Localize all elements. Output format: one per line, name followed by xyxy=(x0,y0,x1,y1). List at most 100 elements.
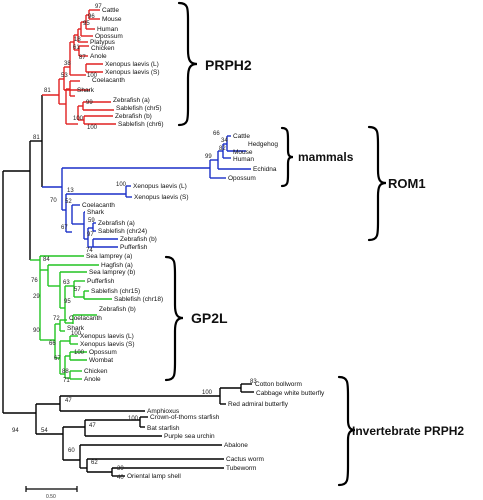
leaf-label: Sea lamprey (b) xyxy=(89,269,135,276)
leaf-label: Mouse xyxy=(233,149,253,156)
brace-prph2 xyxy=(177,1,198,127)
leaf-label: Xenopus laevis (L) xyxy=(133,183,187,190)
leaf-label: Xenopus laevis (L) xyxy=(80,333,134,340)
leaf-label: Cotton bollworm xyxy=(255,381,302,388)
bootstrap-value: 60 xyxy=(68,448,75,454)
bootstrap-value: 53 xyxy=(61,73,68,79)
bootstrap-value: 100 xyxy=(74,350,85,356)
leaf-label: Shark xyxy=(67,325,85,332)
bootstrap-value: 67 xyxy=(61,225,68,231)
invert-clade xyxy=(35,383,254,477)
bootstrap-value: 100 xyxy=(87,73,98,79)
leaf-label: Coelacanth xyxy=(92,77,125,84)
leaf-label: Opossum xyxy=(228,175,256,182)
bootstrap-value: 63 xyxy=(63,280,70,286)
leaf-label: Chicken xyxy=(84,368,108,375)
bootstrap-value: 47 xyxy=(65,398,72,404)
bootstrap-value: 71 xyxy=(63,378,70,384)
leaf-label: Sablefish (chr18) xyxy=(114,296,163,303)
leaf-label: Crown-of-thorns starfish xyxy=(150,414,220,421)
bootstrap-value: 34 xyxy=(221,138,228,144)
bootstrap-value: 54 xyxy=(41,428,48,434)
bootstrap-value: 87 xyxy=(79,55,86,61)
group-label-invert: Invertebrate PRPH2 xyxy=(352,424,464,438)
leaf-label: Red admiral butterfly xyxy=(228,401,289,408)
leaf-label: Zebrafish (b) xyxy=(120,236,157,243)
brace-gp2l xyxy=(164,255,184,382)
bootstrap-value: 66 xyxy=(49,341,56,347)
leaf-label: Echidna xyxy=(253,166,277,173)
bootstrap-value: 61 xyxy=(73,45,80,51)
leaf-label: Cactus worm xyxy=(226,456,264,463)
leaf-label: Oriental lamp shell xyxy=(127,473,181,480)
leaf-label: Hedgehog xyxy=(248,141,278,148)
bootstrap-value: 90 xyxy=(33,328,40,334)
bootstrap-value: 70 xyxy=(50,198,57,204)
leaf-label: Mouse xyxy=(102,16,122,23)
brace-rom1 xyxy=(367,125,387,242)
bootstrap-value: 47 xyxy=(89,423,96,429)
brace-mammals xyxy=(280,126,294,188)
gp2l-labels: Sea lamprey (a) Hagfish (a) Sea lamprey … xyxy=(67,253,163,383)
leaf-label: Purple sea urchin xyxy=(164,433,215,440)
scale-bar: 0.50 xyxy=(25,486,78,500)
leaf-label: Sea lamprey (a) xyxy=(86,253,132,260)
bootstrap-value: 94 xyxy=(12,428,19,434)
leaf-label: Zebrafish (a) xyxy=(98,220,135,227)
group-label-rom1: ROM1 xyxy=(388,176,426,191)
leaf-label: Coelacanth xyxy=(82,202,115,209)
bootstrap-value: 39 xyxy=(117,466,124,472)
bootstrap-value: 100 xyxy=(128,416,139,422)
brace-invert xyxy=(337,375,356,487)
group-label-prph2: PRPH2 xyxy=(205,57,252,73)
leaf-label: Sablefish (chr6) xyxy=(118,121,164,128)
leaf-label: Opossum xyxy=(95,33,123,40)
bootstrap-value: 59 xyxy=(88,218,95,224)
leaf-label: Sablefish (chr15) xyxy=(91,288,140,295)
leaf-label: Human xyxy=(97,26,118,33)
leaf-label: Abalone xyxy=(224,442,248,449)
bootstrap-value: 97 xyxy=(95,4,102,10)
leaf-label: Cattle xyxy=(233,133,250,140)
leaf-label: Platypus xyxy=(90,39,116,46)
tree-backbone xyxy=(2,95,43,414)
bootstrap-value: 100 xyxy=(116,182,127,188)
bootstrap-value: 100 xyxy=(73,116,84,122)
prph2-labels: Cattle Mouse Human Opossum Platypus Chic… xyxy=(77,7,164,128)
bootstrap-value: 88 xyxy=(62,369,69,375)
bootstrap-value: 84 xyxy=(43,257,50,263)
bootstrap-value: 95 xyxy=(83,21,90,27)
leaf-label: Anole xyxy=(84,376,101,383)
leaf-label: Sablefish (chr5) xyxy=(116,105,162,112)
leaf-label: Wombat xyxy=(89,357,113,364)
leaf-label: Amphioxus xyxy=(147,408,180,415)
leaf-label: Coelacanth xyxy=(69,315,102,322)
bootstrap-value: 81 xyxy=(44,88,51,94)
bootstrap-value: 29 xyxy=(33,294,40,300)
prph2-clade xyxy=(42,9,116,125)
leaf-label: Shark xyxy=(87,209,105,216)
bootstrap-value: 97 xyxy=(87,232,94,238)
bootstrap-value: 83 xyxy=(250,379,257,385)
leaf-label: Cabbage white butterfly xyxy=(256,390,325,397)
leaf-label: Xenopus laevis (L) xyxy=(105,61,159,68)
bootstrap-value: 95 xyxy=(64,299,71,305)
bootstrap-value: 100 xyxy=(87,125,98,131)
bootstrap-value: 74 xyxy=(86,248,93,254)
leaf-label: Chicken xyxy=(91,45,115,52)
group-labels: PRPH2 mammals ROM1 GP2L Invertebrate PRP… xyxy=(191,57,464,438)
leaf-label: Cattle xyxy=(102,7,119,14)
group-label-gp2l: GP2L xyxy=(191,310,228,326)
bootstrap-value: 99 xyxy=(86,100,93,106)
leaf-label: Xenopus laevis (S) xyxy=(105,69,160,76)
bootstrap-value: 57 xyxy=(74,287,81,293)
bootstrap-value: 76 xyxy=(31,278,38,284)
leaf-label: Zebrafish (b) xyxy=(99,306,136,313)
group-label-mammals: mammals xyxy=(298,150,354,164)
bootstrap-value: 38 xyxy=(64,61,71,67)
bootstrap-value: 13 xyxy=(67,188,74,194)
leaf-label: Bat starfish xyxy=(147,425,180,432)
bootstrap-value: 72 xyxy=(53,316,60,322)
bootstrap-value: 66 xyxy=(213,131,220,137)
